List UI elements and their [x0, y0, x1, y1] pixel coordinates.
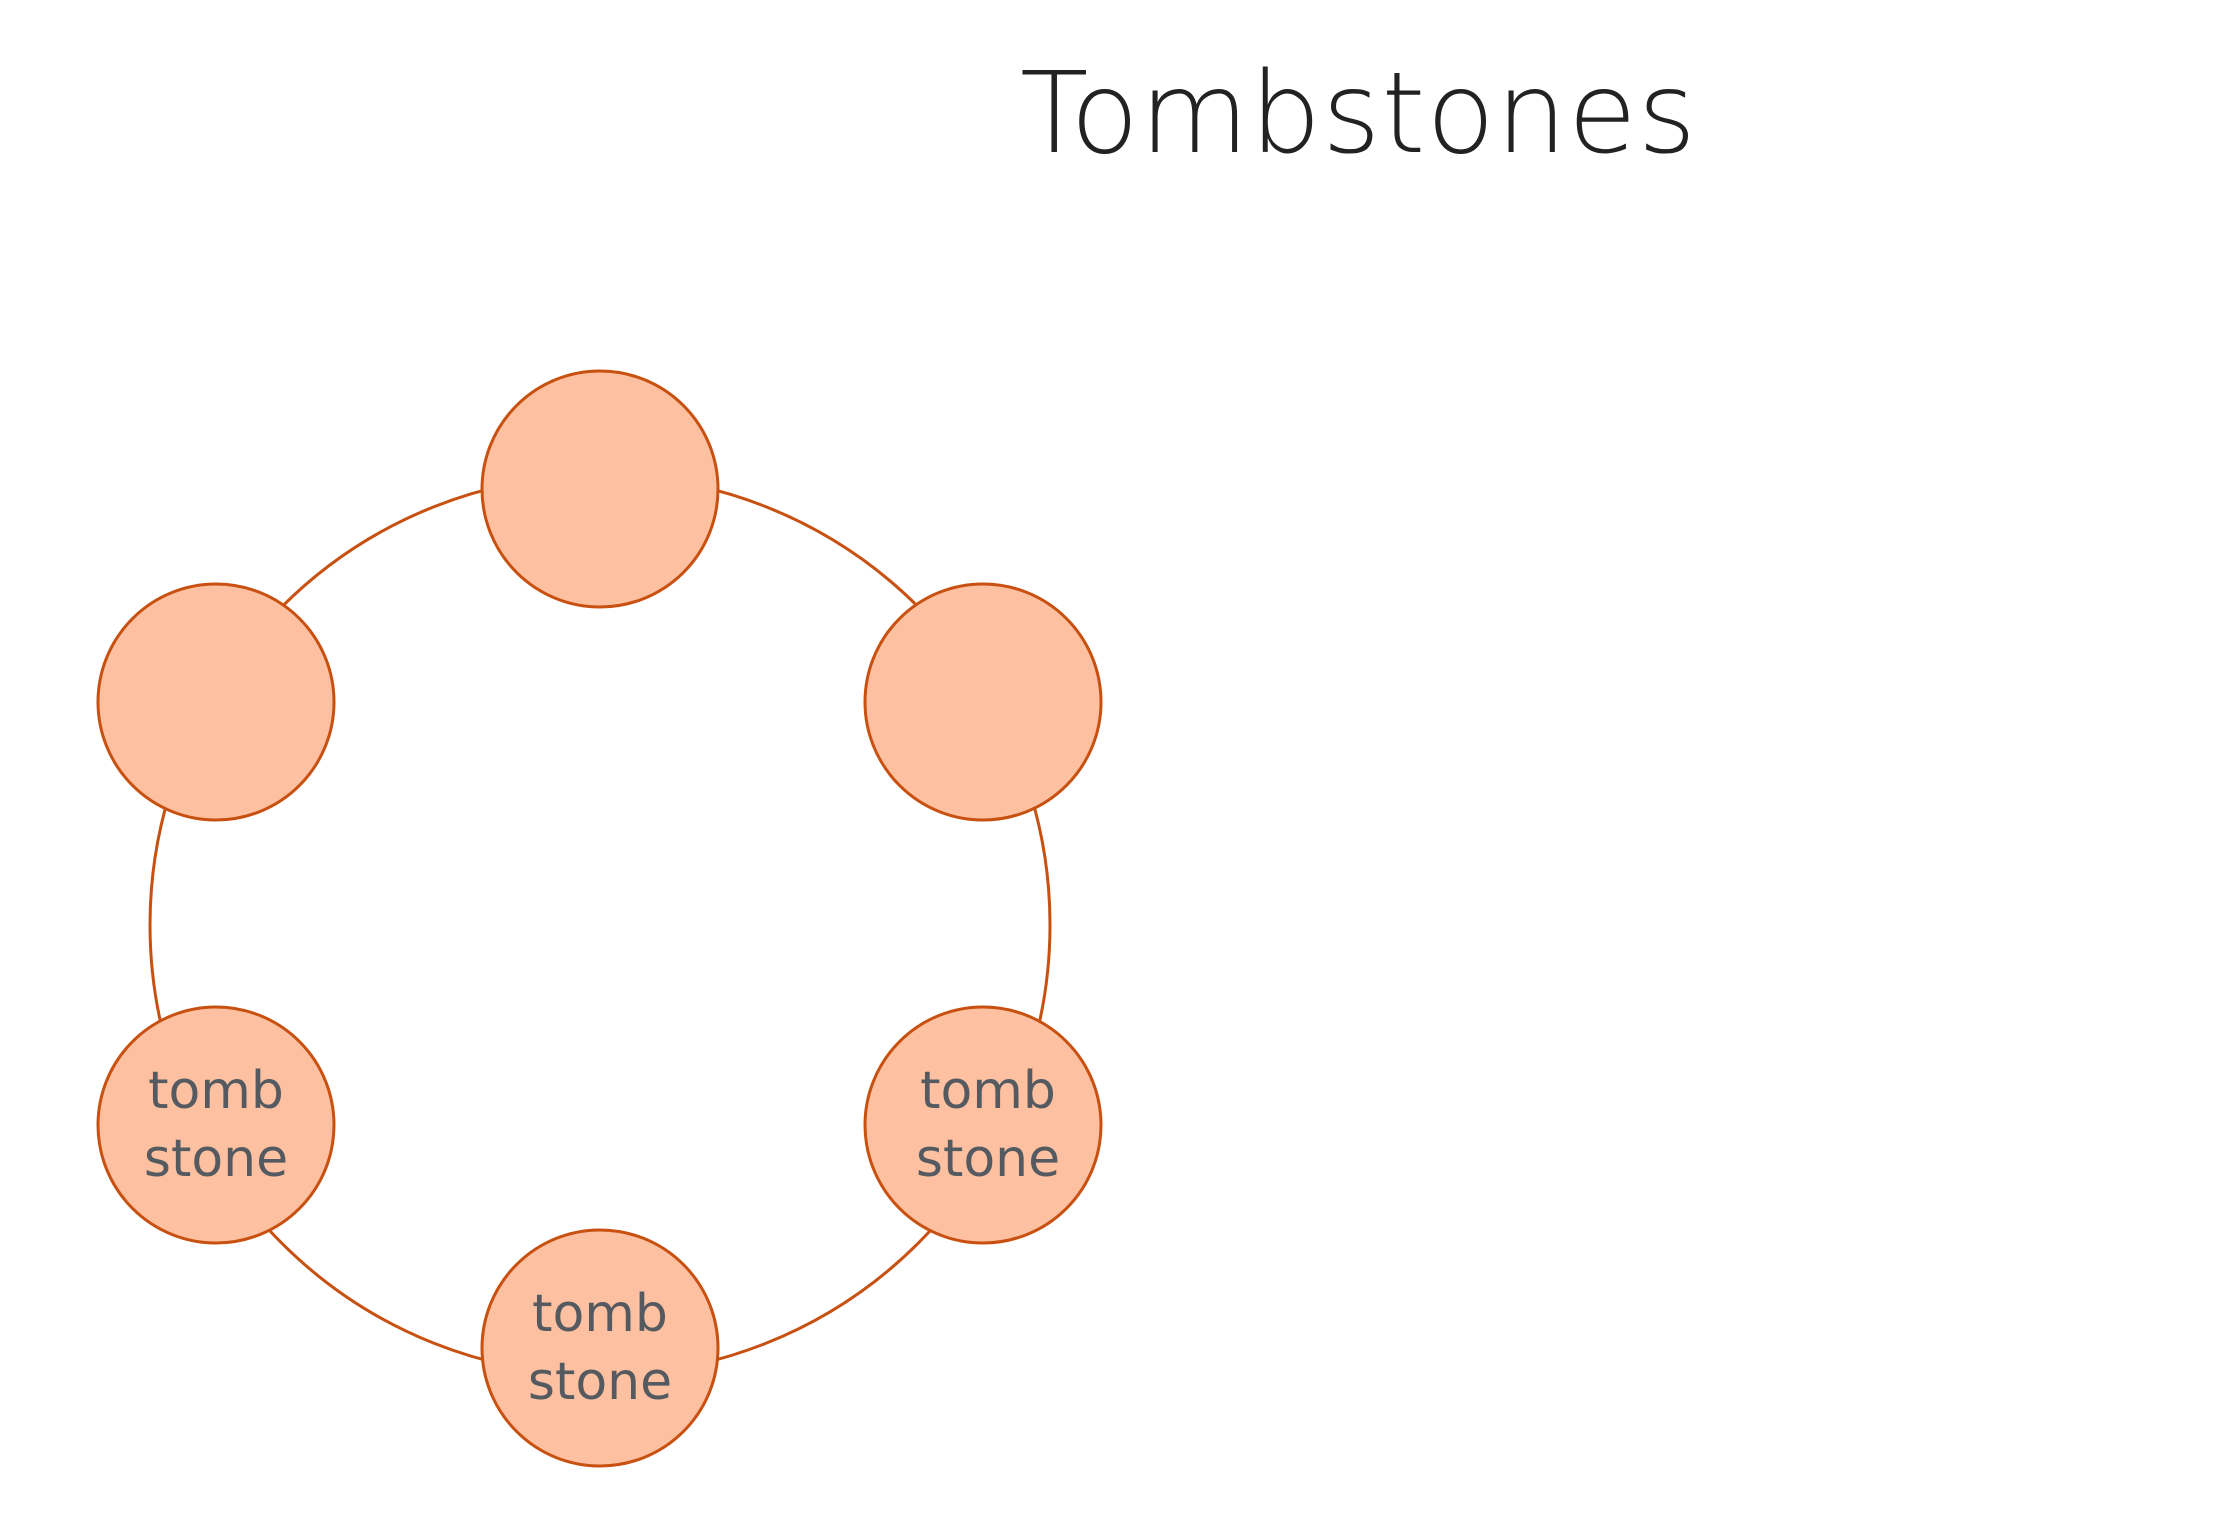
node-label-line: tomb [148, 1061, 284, 1121]
node-circle [96, 582, 336, 822]
node-label-line: tomb [532, 1284, 668, 1344]
ring-node-upper-right [863, 582, 1103, 822]
node-circle [480, 1228, 720, 1468]
ring-node-upper-left [96, 582, 336, 822]
node-label-line: stone [144, 1129, 288, 1189]
node-label-line: tomb [920, 1061, 1056, 1121]
node-label-line: stone [916, 1129, 1060, 1189]
node-circle [96, 1005, 336, 1245]
node-circle [863, 582, 1103, 822]
ring-node-bottom: tomb stone [480, 1228, 720, 1468]
page-title: Tombstones [1020, 49, 1698, 179]
node-circle [863, 1005, 1103, 1245]
ring-node-lower-right: tomb stone [863, 1005, 1103, 1245]
ring-node-lower-left: tomb stone [96, 1005, 336, 1245]
node-circle [480, 369, 720, 609]
ring-nodes: tomb stone tomb stone tomb stone [96, 369, 1103, 1468]
ring-node-top [480, 369, 720, 609]
node-label-line: stone [528, 1352, 672, 1412]
